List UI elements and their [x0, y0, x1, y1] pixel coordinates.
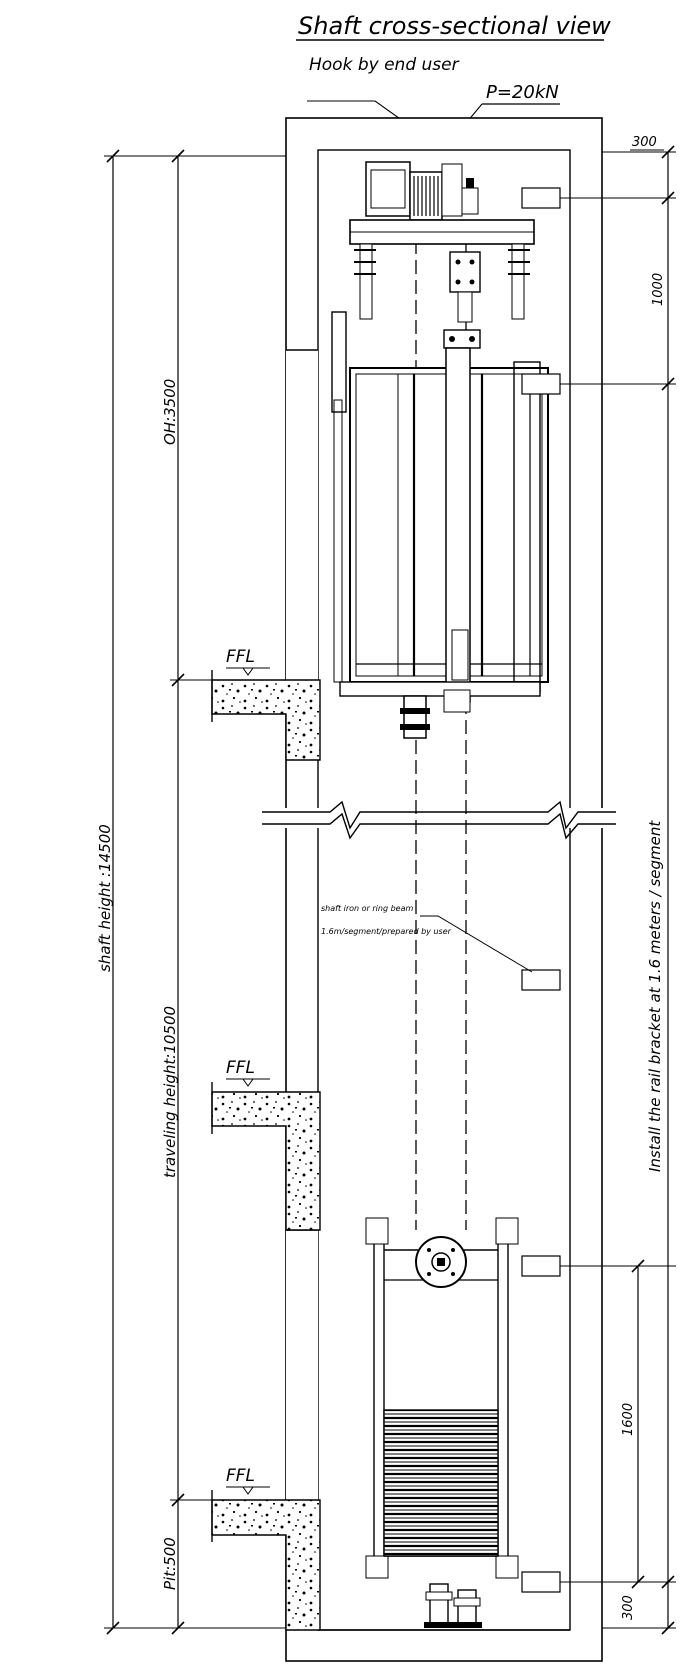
load-label: P=20kN: [486, 82, 559, 103]
elevator-car: [331, 311, 549, 739]
beam-note-line-2: 1.6m/segment/prepared by user: [321, 927, 452, 936]
rail-brackets: [521, 187, 561, 1593]
ffl-marker-middle: FFL: [226, 1058, 270, 1087]
ffl-label-top: FFL: [226, 647, 255, 667]
ffl-label-bottom: FFL: [226, 1466, 255, 1486]
shaft-height-label: shaft height :14500: [96, 824, 114, 972]
rail-bracket-note: Install the rail bracket at 1.6 meters /…: [646, 820, 664, 1172]
traction-machine: [349, 161, 535, 349]
bottom-dim-label: 300: [621, 1595, 636, 1620]
left-dimensions: [104, 149, 286, 1635]
floor-slab-bottom: [211, 1490, 321, 1631]
drawing-title: Shaft cross-sectional view: [298, 12, 611, 40]
counterweight-frame: [365, 1217, 519, 1579]
right-dimensions: [560, 145, 676, 1635]
hook-label: Hook by end user: [309, 55, 460, 75]
ffl-marker-top: FFL: [226, 647, 270, 676]
pit-label: Pit:500: [161, 1537, 179, 1590]
oh-label: OH:3500: [161, 379, 179, 445]
pit-buffers: [424, 1583, 482, 1628]
top-dim-label: 300: [632, 135, 657, 150]
beam-note-leader: [420, 915, 533, 973]
ffl-marker-bottom: FFL: [226, 1466, 270, 1495]
bracket-dim-label: 1600: [621, 1403, 636, 1436]
beam-note-line-1: shaft iron or ring beam: [321, 904, 413, 913]
travel-height-label: traveling height:10500: [161, 1006, 179, 1178]
floor-slab-top: [211, 670, 321, 761]
break-line: [262, 800, 618, 840]
upper-dim-label: 1000: [651, 273, 666, 306]
ffl-label-middle: FFL: [226, 1058, 255, 1078]
floor-slab-middle: [211, 1082, 321, 1231]
